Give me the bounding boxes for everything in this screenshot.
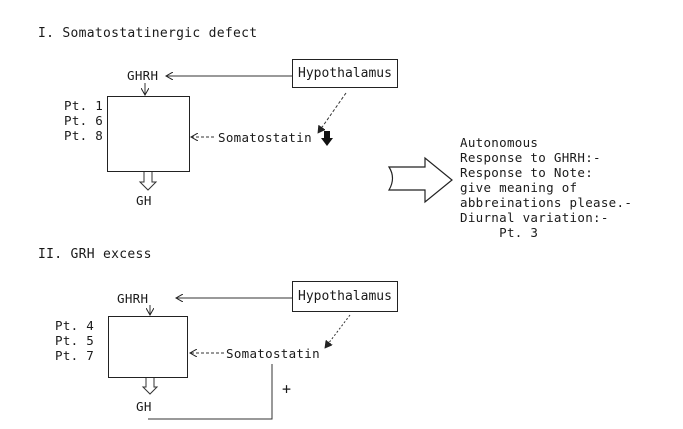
decrease-arrow-icon	[321, 131, 333, 146]
outcome-line: Pt. 3	[460, 225, 539, 240]
patient-label: Pt. 8	[64, 128, 104, 143]
outcome-line: Diurnal variation:-	[460, 210, 609, 225]
pituitary-box-2	[108, 316, 188, 378]
outcome-line: Autonomous	[460, 135, 539, 150]
patient-label: Pt. 4	[55, 318, 95, 333]
section-1-heading: I. Somatostatinergic defect	[38, 26, 258, 41]
section-2-heading: II. GRH excess	[38, 247, 152, 262]
gh-output-arrow-1	[138, 172, 158, 191]
feedback-line	[148, 364, 273, 420]
patient-list-1: Pt. 1 Pt. 6 Pt. 8	[64, 98, 103, 143]
gh-label-2: GH	[136, 399, 152, 414]
patient-label: Pt. 6	[64, 113, 104, 128]
hypothalamus-to-somatostatin-arrow-1	[318, 92, 347, 133]
hypothalamus-box-1: Hypothalamus	[292, 59, 398, 88]
outcome-line: give meaning of	[460, 180, 578, 195]
outcome-line: Response to GHRH:-	[460, 150, 601, 165]
patient-list-2: Pt. 4 Pt. 5 Pt. 7	[55, 318, 94, 363]
gh-output-arrow-2	[141, 378, 159, 395]
hypothalamus-box-2: Hypothalamus	[292, 281, 398, 312]
patient-label: Pt. 7	[55, 348, 95, 363]
patient-label: Pt. 1	[64, 98, 104, 113]
somatostatin-label-1: Somatostatin	[218, 130, 312, 145]
feedback-plus-sign: +	[282, 380, 292, 398]
ghrh-label-1: GHRH	[127, 68, 159, 83]
somatostatin-label-2: Somatostatin	[226, 346, 320, 361]
hypothalamus-to-somatostatin-arrow-2	[325, 314, 351, 348]
pituitary-box-1	[107, 96, 190, 172]
patient-label: Pt. 5	[55, 333, 95, 348]
hollow-right-arrow-icon	[387, 156, 453, 204]
outcome-line: abbreinations please.-	[460, 195, 633, 210]
ghrh-label-2: GHRH	[117, 291, 149, 306]
gh-label-1: GH	[136, 193, 152, 208]
outcome-text-block: Autonomous Response to GHRH:- Response t…	[460, 135, 632, 240]
outcome-line: Response to Note:	[460, 165, 594, 180]
